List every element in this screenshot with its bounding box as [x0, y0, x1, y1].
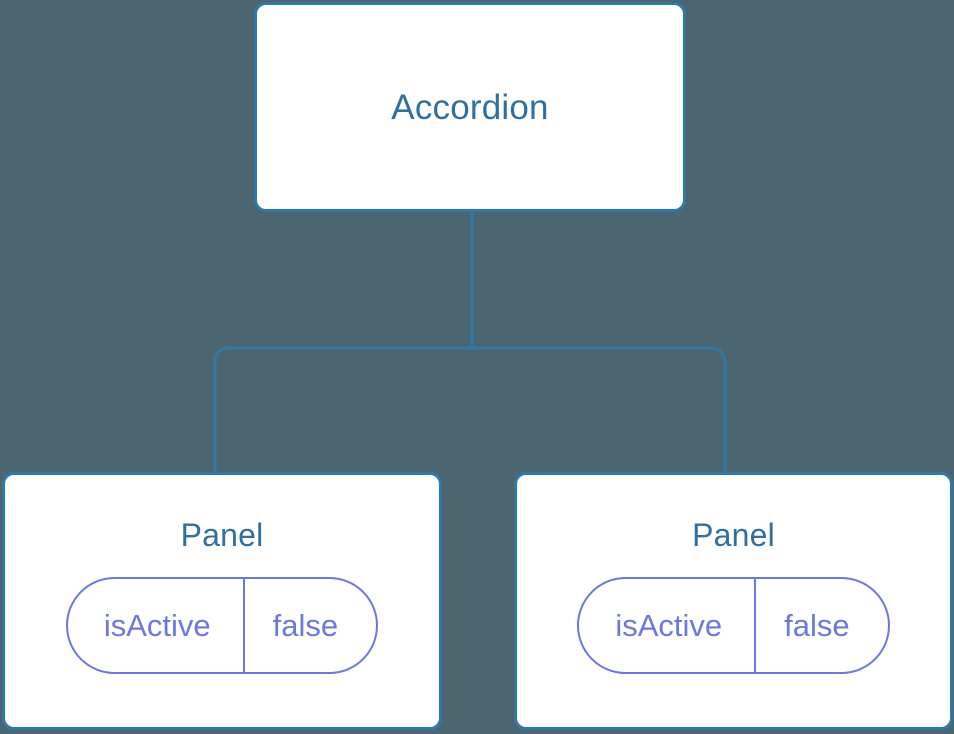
node-panel-1-title: Panel — [692, 517, 775, 553]
node-panel-1[interactable]: Panel isActive false — [514, 472, 953, 730]
node-panel-1-prop-pill[interactable]: isActive false — [577, 577, 890, 674]
node-accordion[interactable]: Accordion — [254, 2, 686, 212]
node-panel-0-title: Panel — [180, 517, 264, 553]
node-panel-1-prop-key: isActive — [615, 608, 723, 643]
node-accordion-title: Accordion — [391, 87, 549, 127]
node-panel-1-prop-value: false — [754, 579, 887, 672]
node-panel-0-prop-key: isActive — [103, 608, 211, 643]
node-panel-0[interactable]: Panel isActive false — [2, 472, 442, 730]
node-panel-0-prop-pill[interactable]: isActive false — [65, 577, 379, 674]
node-panel-0-prop-value: false — [242, 579, 376, 672]
connector-child-bus — [213, 346, 727, 472]
